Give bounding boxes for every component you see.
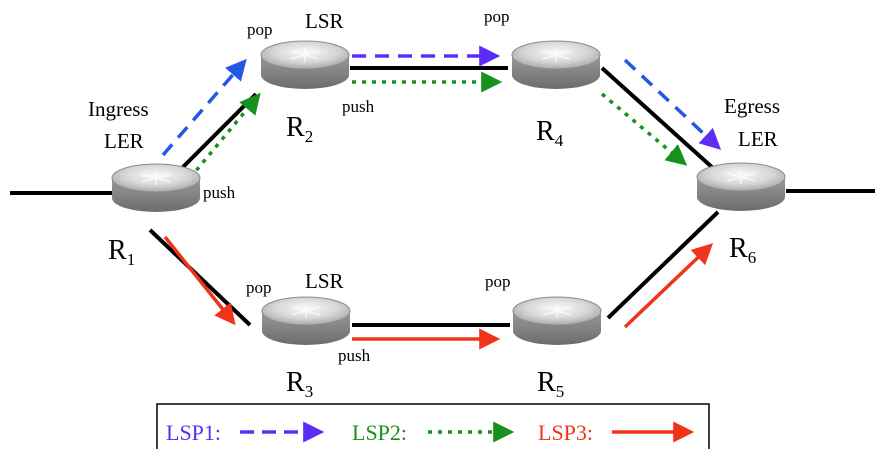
- r1-role2-label: LER: [104, 129, 144, 153]
- router-r1: [111, 163, 201, 213]
- lsp2-path: [188, 71, 688, 180]
- router-r5: [512, 296, 602, 346]
- lsp3-r1-r3: [163, 235, 236, 326]
- router-r6: [696, 162, 786, 212]
- r2-push-label: push: [342, 97, 375, 116]
- r6-name: R6: [729, 233, 756, 267]
- r3-role-label: LSR: [305, 269, 344, 293]
- legend-border: [156, 403, 710, 449]
- r3-name: R3: [286, 367, 313, 401]
- r5-pop-label: pop: [485, 272, 511, 291]
- lsp1-r1-r2: [161, 58, 247, 157]
- r1-name: R1: [108, 235, 135, 269]
- r4-name: R4: [536, 116, 564, 150]
- link-r1-r3: [148, 228, 252, 327]
- link-r5-r6: [606, 210, 720, 320]
- r1-push-label: push: [203, 183, 236, 202]
- router-r4: [511, 40, 601, 90]
- lsp2-r1-r2: [188, 92, 261, 180]
- legend-lsp2-label: LSP2:: [352, 420, 407, 445]
- lsp2-r4-r6: [600, 92, 688, 166]
- r4-pop-label: pop: [484, 7, 510, 26]
- router-r2: [260, 40, 350, 90]
- lsp3-r5-r6: [623, 243, 714, 329]
- link-r4-r6: [600, 66, 726, 180]
- r3-pop-label: pop: [246, 278, 272, 297]
- r5-name: R5: [537, 367, 564, 401]
- r1-role-label: Ingress: [88, 97, 149, 121]
- legend-lsp3-label: LSP3:: [538, 420, 593, 445]
- r2-role-label: LSR: [305, 9, 344, 33]
- r2-name: R2: [286, 112, 313, 146]
- lsp1-path: [161, 45, 722, 157]
- r6-role-label: Egress: [724, 94, 780, 118]
- physical-links: [10, 66, 875, 327]
- legend-lsp1-label: LSP1:: [166, 420, 221, 445]
- router-r3: [261, 296, 351, 346]
- lsp3-path: [163, 235, 714, 350]
- r6-role2-label: LER: [738, 127, 778, 151]
- legend: LSP1: LSP2: LSP3:: [156, 403, 710, 449]
- r3-push-label: push: [338, 346, 371, 365]
- r2-pop-label: pop: [247, 20, 273, 39]
- link-r1-r2: [176, 92, 258, 174]
